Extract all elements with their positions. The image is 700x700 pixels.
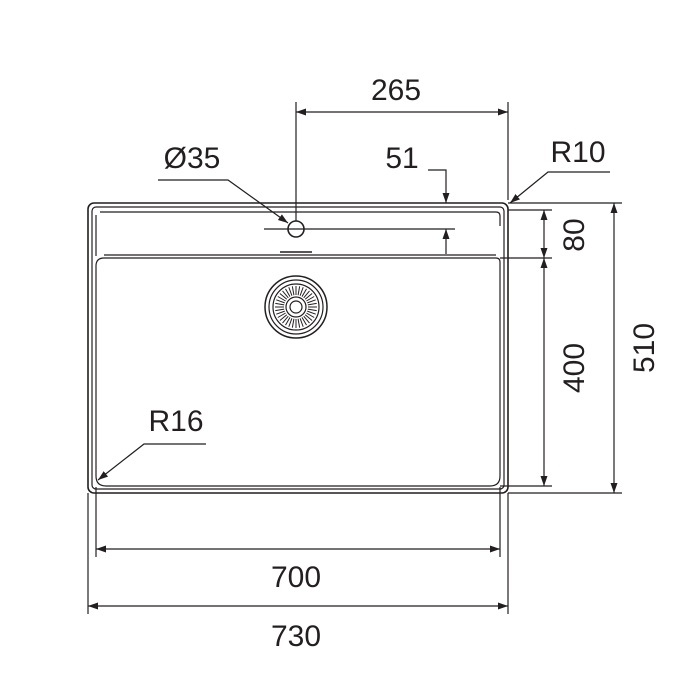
dim-730-label: 730: [271, 620, 321, 653]
drain-outer-ring: [264, 275, 328, 339]
drain-slot: [282, 315, 289, 324]
drain-slot: [285, 317, 291, 326]
drain-slot: [307, 310, 316, 315]
dim-r10: R10: [509, 136, 610, 204]
drain-slot: [303, 315, 310, 324]
dim-700: 700: [95, 487, 501, 594]
drain-slot: [275, 308, 285, 312]
drain-slot: [297, 286, 301, 296]
dim-r16-label: R16: [148, 405, 203, 438]
drain-slot: [291, 318, 295, 328]
drain-slot: [303, 290, 310, 299]
drain-slot: [277, 312, 286, 318]
dim-265-label: 265: [371, 74, 421, 107]
drain-slot: [288, 318, 293, 327]
drain-slot: [285, 288, 291, 297]
drain-center-ring: [285, 296, 307, 318]
drain-slot: [277, 296, 286, 302]
drain-slot: [279, 314, 288, 321]
dim-80: 80: [500, 209, 591, 259]
drain-ring: [268, 279, 324, 335]
drain-slot: [306, 296, 315, 302]
dim-510-label: 510: [628, 323, 661, 373]
drain-strainer: [264, 275, 328, 339]
deck-back-edge: [100, 211, 501, 226]
drain-slot: [299, 318, 304, 327]
drain-slot: [297, 318, 301, 328]
drain-slot: [288, 287, 293, 296]
dim-265: 265: [295, 74, 509, 221]
dim-r10-label: R10: [550, 136, 605, 169]
dim-51-label: 51: [385, 142, 418, 175]
dim-700-label: 700: [271, 561, 321, 594]
sink-outer-rim: [87, 202, 509, 494]
dim-r16: R16: [97, 405, 206, 481]
drain-slot: [282, 290, 289, 299]
drain-center-cap: [289, 300, 303, 314]
tap-hole: [264, 220, 455, 238]
sink-inner-rim: [91, 206, 505, 490]
dim-400: 400: [500, 258, 591, 487]
bowl-outline: [95, 257, 501, 487]
drain-slot: [307, 299, 316, 304]
drain-slot: [306, 312, 315, 318]
dim-51: 51: [385, 142, 450, 254]
drain-slot: [291, 286, 295, 296]
drain-slot: [276, 310, 285, 315]
drain-slot: [304, 293, 313, 300]
drain-slot: [275, 302, 285, 306]
drain-inner-ring: [272, 283, 320, 331]
dim-730: 730: [87, 493, 509, 653]
drain-slot: [307, 302, 317, 306]
sink-outline: [87, 202, 509, 494]
dim-80-label: 80: [558, 218, 591, 251]
drain-slot: [276, 299, 285, 304]
drain-slot: [279, 293, 288, 300]
drain-slot: [301, 288, 307, 297]
drain-slot: [301, 317, 307, 326]
dim-510: 510: [508, 202, 661, 494]
dim-dia35-label: Ø35: [164, 142, 221, 175]
dim-400-label: 400: [558, 343, 591, 393]
drain-slot: [299, 287, 304, 296]
drain-slot: [307, 308, 317, 312]
drain-slot: [304, 314, 313, 321]
dim-dia35: Ø35: [158, 142, 289, 224]
